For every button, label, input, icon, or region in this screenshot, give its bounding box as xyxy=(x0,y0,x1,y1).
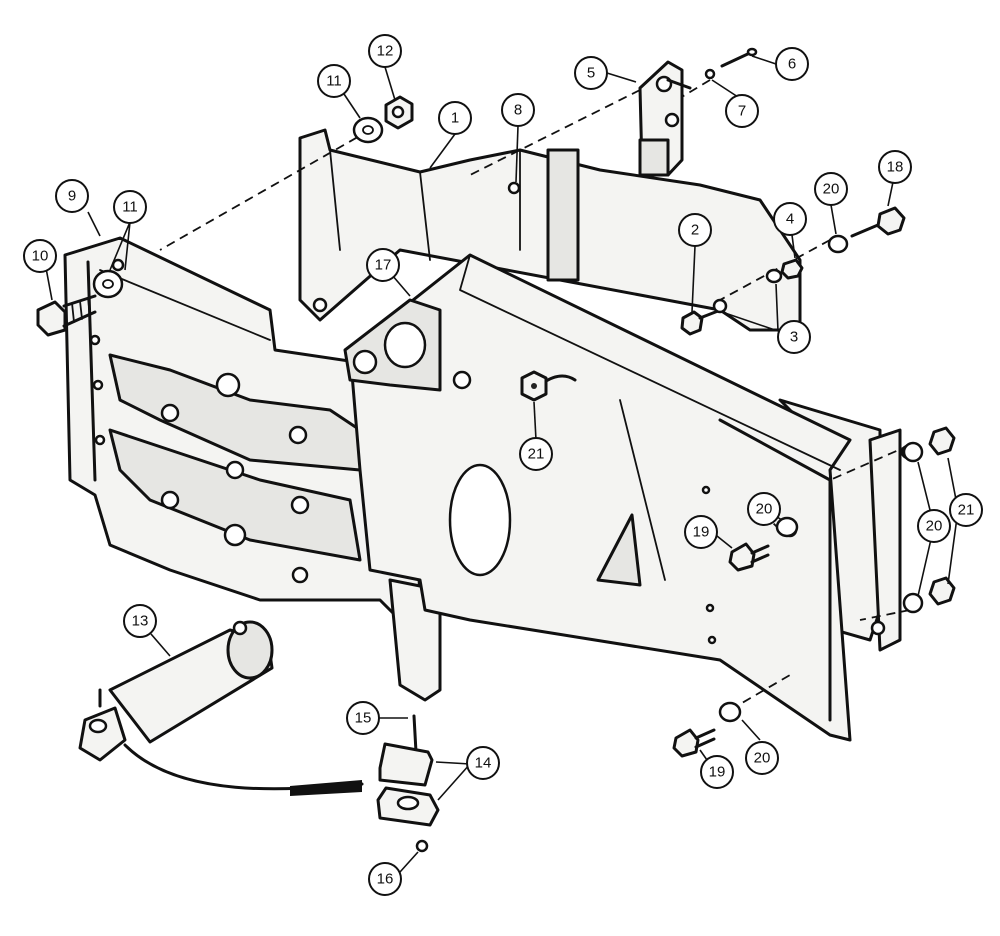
callout-17: 17 xyxy=(366,248,400,282)
svg-text:6: 6 xyxy=(788,56,796,73)
callout-4: 4 xyxy=(773,202,807,236)
callout-20-right: 20 xyxy=(917,509,951,543)
callout-11-top: 11 xyxy=(317,64,351,98)
svg-text:16: 16 xyxy=(377,871,394,888)
svg-text:5: 5 xyxy=(587,65,595,82)
svg-text:20: 20 xyxy=(926,518,943,535)
callout-13: 13 xyxy=(123,604,157,638)
svg-text:20: 20 xyxy=(754,750,771,767)
svg-text:12: 12 xyxy=(377,43,394,60)
svg-text:11: 11 xyxy=(122,199,138,216)
svg-text:4: 4 xyxy=(786,211,794,228)
svg-text:7: 7 xyxy=(738,103,746,120)
svg-text:10: 10 xyxy=(32,248,49,265)
callout-6: 6 xyxy=(775,47,809,81)
callout-11-left: 11 xyxy=(113,190,147,224)
callout-15: 15 xyxy=(346,701,380,735)
svg-text:11: 11 xyxy=(326,73,342,90)
callout-1: 1 xyxy=(438,101,472,135)
callout-12: 12 xyxy=(368,34,402,68)
callout-21-right: 21 xyxy=(949,493,983,527)
callout-20-top: 20 xyxy=(814,172,848,206)
svg-text:1: 1 xyxy=(451,110,459,127)
hardware-parts xyxy=(36,47,956,758)
callout-8: 8 xyxy=(501,93,535,127)
svg-text:3: 3 xyxy=(790,329,798,346)
svg-text:19: 19 xyxy=(709,764,726,781)
clamp-blocks xyxy=(376,714,440,853)
callout-16: 16 xyxy=(368,862,402,896)
left-side-frame xyxy=(63,236,442,702)
callout-19-mid: 19 xyxy=(684,515,718,549)
callout-10: 10 xyxy=(23,239,57,273)
callout-14: 14 xyxy=(466,746,500,780)
callout-7: 7 xyxy=(725,94,759,128)
callout-18: 18 xyxy=(878,150,912,184)
svg-text:19: 19 xyxy=(693,524,710,541)
svg-text:13: 13 xyxy=(132,613,149,630)
callout-20-mid: 20 xyxy=(747,492,781,526)
callout-3: 3 xyxy=(777,320,811,354)
svg-text:9: 9 xyxy=(68,188,76,205)
svg-text:8: 8 xyxy=(514,102,522,119)
svg-text:20: 20 xyxy=(756,501,773,518)
svg-text:17: 17 xyxy=(375,257,392,274)
callout-20-bottom: 20 xyxy=(745,741,779,775)
svg-text:15: 15 xyxy=(355,710,372,727)
svg-text:18: 18 xyxy=(887,159,904,176)
front-mounting-plate xyxy=(343,253,852,742)
callout-21-plate: 21 xyxy=(519,437,553,471)
callout-9: 9 xyxy=(55,179,89,213)
svg-text:21: 21 xyxy=(528,446,545,463)
svg-text:14: 14 xyxy=(475,755,492,772)
svg-text:21: 21 xyxy=(958,502,975,519)
svg-text:2: 2 xyxy=(691,222,699,239)
callout-5: 5 xyxy=(574,56,608,90)
callout-19-bottom: 19 xyxy=(700,755,734,789)
hydraulic-cylinder xyxy=(78,620,364,796)
svg-text:20: 20 xyxy=(823,181,840,198)
callout-2: 2 xyxy=(678,213,712,247)
